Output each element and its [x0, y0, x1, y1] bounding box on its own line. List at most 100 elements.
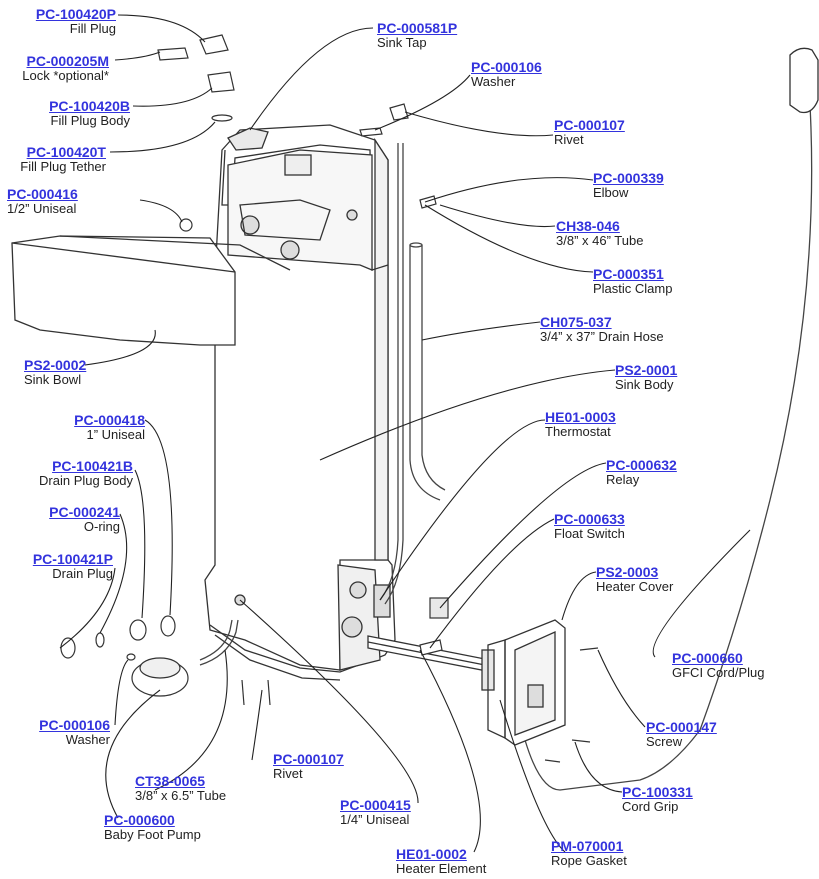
- part-link-fill-plug-body[interactable]: PC-100420B: [49, 98, 130, 114]
- part-link-elbow[interactable]: PC-000339: [593, 170, 664, 186]
- callout-thermostat: HE01-0003 Thermostat: [545, 409, 616, 440]
- part-link-baby-foot-pump[interactable]: PC-000600: [104, 812, 175, 828]
- leader-lines: [59, 14, 751, 853]
- part-desc-float-switch: Float Switch: [554, 526, 625, 542]
- part-link-washer-top[interactable]: PC-000106: [471, 59, 542, 75]
- callout-fill-plug: PC-100420P Fill Plug: [36, 6, 116, 37]
- part-desc-heater-element: Heater Element: [396, 861, 487, 877]
- part-link-fill-plug[interactable]: PC-100420P: [35, 6, 116, 22]
- part-desc-lock: Lock *optional*: [22, 68, 109, 84]
- part-desc-washer-bottom: Washer: [65, 732, 110, 748]
- gfci-plug-illustration: [789, 47, 819, 114]
- part-desc-heater-cover: Heater Cover: [596, 579, 674, 595]
- part-desc-one-inch-uniseal: 1” Uniseal: [86, 427, 145, 443]
- part-desc-fill-plug-body: Fill Plug Body: [50, 113, 130, 129]
- part-desc-cord-grip: Cord Grip: [622, 799, 679, 815]
- callout-tube-6-5: CT38-0065 3/8” x 6.5” Tube: [135, 773, 226, 804]
- part-desc-sink-body: Sink Body: [615, 377, 674, 393]
- part-desc-thermostat: Thermostat: [545, 424, 611, 440]
- part-link-rope-gasket[interactable]: PM-070001: [551, 838, 624, 854]
- callout-one-inch-uniseal: PC-000418 1” Uniseal: [74, 412, 145, 443]
- part-link-cord-grip[interactable]: PC-100331: [622, 784, 693, 800]
- callout-half-inch-uniseal: PC-000416 1/2” Uniseal: [7, 186, 78, 217]
- part-desc-plastic-clamp: Plastic Clamp: [593, 281, 673, 297]
- callout-cord-grip: PC-100331 Cord Grip: [622, 784, 693, 815]
- part-link-one-inch-uniseal[interactable]: PC-000418: [74, 412, 145, 428]
- part-link-relay[interactable]: PC-000632: [606, 457, 677, 473]
- callout-heater-element: HE01-0002 Heater Element: [396, 846, 486, 877]
- callout-float-switch: PC-000633 Float Switch: [554, 511, 625, 542]
- callout-sink-tap: PC-000581P Sink Tap: [377, 20, 457, 51]
- callout-gfci-cord: PC-000660 GFCI Cord/Plug: [672, 650, 764, 681]
- part-desc-drain-plug: Drain Plug: [52, 566, 113, 582]
- part-link-washer-bottom[interactable]: PC-000106: [39, 717, 110, 733]
- part-link-plastic-clamp[interactable]: PC-000351: [593, 266, 664, 282]
- part-desc-fill-plug-tether: Fill Plug Tether: [20, 159, 106, 175]
- part-desc-half-inch-uniseal: 1/2” Uniseal: [7, 201, 77, 217]
- part-link-sink-body[interactable]: PS2-0001: [615, 362, 678, 378]
- part-link-sink-tap[interactable]: PC-000581P: [377, 20, 458, 36]
- callout-relay: PC-000632 Relay: [606, 457, 677, 488]
- part-desc-sink-bowl: Sink Bowl: [24, 372, 82, 388]
- sink-body-illustration: [204, 124, 396, 681]
- part-link-tube-6-5[interactable]: CT38-0065: [135, 773, 206, 789]
- callout-rivet-top: PC-000107 Rivet: [554, 117, 625, 148]
- part-desc-drain-hose: 3/4” x 37” Drain Hose: [540, 329, 664, 345]
- part-desc-quarter-inch-uniseal: 1/4” Uniseal: [340, 812, 410, 828]
- part-desc-tube-46: 3/8” x 46” Tube: [556, 233, 644, 249]
- callout-sink-bowl: PS2-0002 Sink Bowl: [24, 357, 86, 388]
- part-link-fill-plug-tether[interactable]: PC-100420T: [26, 144, 106, 160]
- part-link-o-ring[interactable]: PC-000241: [49, 504, 120, 520]
- part-link-quarter-inch-uniseal[interactable]: PC-000415: [340, 797, 411, 813]
- part-desc-rivet-top: Rivet: [554, 132, 584, 148]
- callout-drain-plug: PC-100421P Drain Plug: [33, 551, 113, 582]
- callout-drain-hose: CH075-037 3/4” x 37” Drain Hose: [540, 314, 664, 345]
- sink-bowl-illustration: [11, 235, 291, 346]
- callout-tube-46: CH38-046 3/8” x 46” Tube: [556, 218, 643, 249]
- part-desc-baby-foot-pump: Baby Foot Pump: [104, 827, 201, 843]
- part-desc-washer-top: Washer: [471, 74, 516, 90]
- callout-lock: PC-000205M Lock *optional*: [22, 53, 109, 84]
- small-parts-illustration: [60, 34, 599, 763]
- part-link-lock[interactable]: PC-000205M: [26, 53, 110, 69]
- part-desc-sink-tap: Sink Tap: [377, 35, 427, 51]
- callout-heater-cover: PS2-0003 Heater Cover: [596, 564, 673, 595]
- callout-plastic-clamp: PC-000351 Plastic Clamp: [593, 266, 672, 297]
- part-link-float-switch[interactable]: PC-000633: [554, 511, 625, 527]
- callout-quarter-inch-uniseal: PC-000415 1/4” Uniseal: [340, 797, 411, 828]
- part-desc-gfci-cord: GFCI Cord/Plug: [672, 665, 765, 681]
- callout-elbow: PC-000339 Elbow: [593, 170, 664, 201]
- callout-rivet-bottom: PC-000107 Rivet: [273, 751, 344, 782]
- callout-o-ring: PC-000241 O-ring: [49, 504, 120, 535]
- part-link-drain-plug[interactable]: PC-100421P: [32, 551, 113, 567]
- part-link-tube-46[interactable]: CH38-046: [556, 218, 620, 234]
- part-link-screw[interactable]: PC-000147: [646, 719, 717, 735]
- part-link-heater-element[interactable]: HE01-0002: [396, 846, 467, 862]
- callout-baby-foot-pump: PC-000600 Baby Foot Pump: [104, 812, 201, 843]
- part-link-sink-bowl[interactable]: PS2-0002: [24, 357, 87, 373]
- part-link-rivet-bottom[interactable]: PC-000107: [273, 751, 344, 767]
- callout-washer-bottom: PC-000106 Washer: [39, 717, 110, 748]
- part-link-gfci-cord[interactable]: PC-000660: [672, 650, 743, 666]
- callout-drain-plug-body: PC-100421B Drain Plug Body: [39, 458, 133, 489]
- callout-fill-plug-tether: PC-100420T Fill Plug Tether: [20, 144, 106, 175]
- part-desc-fill-plug: Fill Plug: [69, 21, 116, 37]
- part-link-drain-plug-body[interactable]: PC-100421B: [52, 458, 133, 474]
- part-desc-rope-gasket: Rope Gasket: [551, 853, 627, 869]
- part-desc-rivet-bottom: Rivet: [273, 766, 303, 782]
- callout-washer-top: PC-000106 Washer: [471, 59, 542, 90]
- part-link-thermostat[interactable]: HE01-0003: [545, 409, 616, 425]
- part-link-rivet-top[interactable]: PC-000107: [554, 117, 625, 133]
- part-desc-screw: Screw: [646, 734, 683, 750]
- callout-fill-plug-body: PC-100420B Fill Plug Body: [49, 98, 130, 129]
- part-desc-relay: Relay: [606, 472, 640, 488]
- callout-screw: PC-000147 Screw: [646, 719, 717, 750]
- part-link-drain-hose[interactable]: CH075-037: [540, 314, 612, 330]
- part-desc-tube-6-5: 3/8” x 6.5” Tube: [135, 788, 227, 804]
- heater-cover-illustration: [487, 619, 566, 746]
- part-link-heater-cover[interactable]: PS2-0003: [596, 564, 659, 580]
- part-link-half-inch-uniseal[interactable]: PC-000416: [7, 186, 78, 202]
- callout-rope-gasket: PM-070001 Rope Gasket: [551, 838, 627, 869]
- callout-sink-body: PS2-0001 Sink Body: [615, 362, 677, 393]
